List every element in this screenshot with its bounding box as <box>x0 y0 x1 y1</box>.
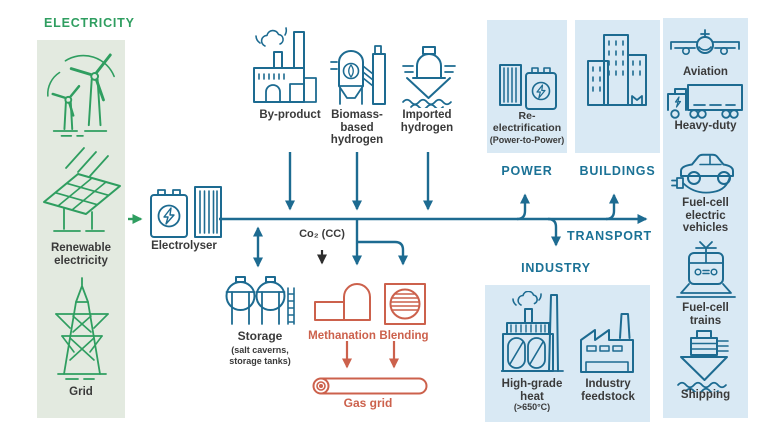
electrolyser-label: Electrolyser <box>151 240 217 252</box>
train-icon <box>676 241 736 298</box>
gas-grid-label: Gas grid <box>343 396 393 410</box>
methanation-plant-icon <box>314 283 371 321</box>
blending-icon <box>384 283 426 325</box>
re-electrification-icon <box>499 64 557 110</box>
electrolyser-icon <box>150 186 222 238</box>
heavy-duty-label: Heavy-duty <box>674 120 737 132</box>
imported-hydrogen-label: Imported hydrogen <box>400 109 454 134</box>
fuel-cell-trains-label: Fuel-cell trains <box>682 302 729 327</box>
gas-pipeline-icon <box>312 377 428 395</box>
fcev-label: Fuel-cell electric vehicles <box>682 197 729 235</box>
tanker-ship-icon <box>402 46 456 108</box>
re-electrification-label: Re- electrification <box>492 110 562 134</box>
electricity-panel <box>37 40 125 418</box>
co2-capture-label: Co₂ (CC) <box>299 228 345 240</box>
biomass-silo-icon <box>330 45 386 105</box>
wind-turbine-icon <box>47 53 115 137</box>
factory-icon <box>580 313 634 373</box>
grid-label: Grid <box>69 386 93 398</box>
industry-feedstock-label: Industry feedstock <box>581 378 635 403</box>
aviation-label: Aviation <box>683 66 728 78</box>
renewable-electricity-label: Renewable electricity <box>50 242 112 267</box>
storage-sublabel: (salt caverns, storage tanks) <box>229 345 291 367</box>
storage-label: Storage <box>237 329 283 343</box>
byproduct-label: By-product <box>259 109 321 121</box>
power-header: POWER <box>501 164 553 178</box>
buildings-header: BUILDINGS <box>579 164 656 178</box>
cargo-ship-icon <box>677 330 729 392</box>
car-plug-icon <box>671 153 734 194</box>
power-to-power-sublabel: (Power-to-Power) <box>489 135 565 145</box>
transport-header: TRANSPORT <box>567 229 652 243</box>
truck-icon <box>667 84 743 119</box>
storage-tanks-icon <box>225 276 295 325</box>
industry-header: INDUSTRY <box>521 261 591 275</box>
buildings-icon <box>587 34 647 106</box>
methanation-label: Methanation <box>308 330 376 342</box>
airplane-icon <box>670 29 740 55</box>
solar-panel-icon <box>43 147 121 232</box>
shipping-label: Shipping <box>680 389 731 401</box>
high-grade-heat-sublabel: (>650°C) <box>513 402 551 412</box>
byproduct-factory-icon <box>253 27 317 103</box>
biomass-label: Biomass- based hydrogen <box>330 109 384 147</box>
heat-plant-icon <box>501 291 564 372</box>
electricity-header: ELECTRICITY <box>44 16 135 30</box>
high-grade-heat-label: High-grade heat <box>501 378 563 403</box>
industry-panel <box>485 285 650 422</box>
blending-label: Blending <box>379 330 429 342</box>
transmission-tower-icon <box>55 277 109 380</box>
